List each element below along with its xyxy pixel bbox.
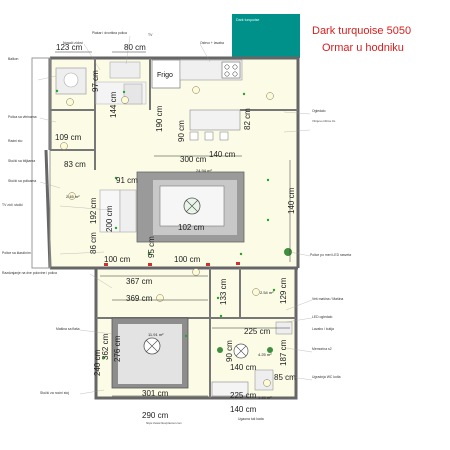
label-police-led: Police po meri LED rasveta xyxy=(310,253,351,257)
dim-190: 190 cm xyxy=(155,105,164,132)
label-ostrvo: Ostrvo + lavaba xyxy=(200,41,224,45)
label-ogledalo: Ogledalo xyxy=(312,109,326,113)
label-memorina: Memorina s2 xyxy=(312,347,332,351)
dim-225a: 225 cm xyxy=(244,327,271,336)
title-line-2: Ormar u hodniku xyxy=(322,42,404,54)
dim-144: 144 cm xyxy=(109,91,118,118)
dim-301: 301 cm xyxy=(142,389,169,398)
light-fixtures xyxy=(60,86,274,387)
dim-133: 133 cm xyxy=(219,278,228,305)
dim-100b: 100 cm xyxy=(174,255,201,264)
dim-86: 86 cm xyxy=(89,232,98,254)
dim-140b: 140 cm xyxy=(287,187,296,214)
area-labels: 24.94 m² 2.45 m² 11.91 m² 4.25 m² 2.54 m… xyxy=(66,168,274,400)
dim-90: 90 cm xyxy=(177,120,186,142)
area-bedroom: 11.91 m² xyxy=(148,332,164,337)
dimension-texts: 123 cm 80 cm 97 cm 144 cm 190 cm 90 cm 8… xyxy=(55,43,296,420)
island xyxy=(189,109,241,131)
bedroom xyxy=(111,317,189,389)
bathroom-bottom xyxy=(211,321,293,397)
area-living: 24.94 m² xyxy=(196,168,212,173)
frigo-label: Frigo xyxy=(157,72,173,79)
dim-362: 362 cm xyxy=(101,333,110,360)
footer-url: https://www.floorplanner.com xyxy=(146,421,182,425)
dim-200: 200 cm xyxy=(105,205,114,232)
fridge xyxy=(151,59,181,89)
dim-276: 276 cm xyxy=(113,335,122,362)
dim-85: 85 cm xyxy=(274,373,296,382)
door-markers xyxy=(104,262,240,266)
label-masina: Mašina sa flaša xyxy=(56,327,80,331)
label-plakar: Plakar i dvorišna polica xyxy=(92,31,127,35)
dim-187: 187 cm xyxy=(279,339,288,366)
area-hall: 2.45 m² xyxy=(66,194,80,199)
balcony-outline xyxy=(31,57,51,269)
dim-369: 369 cm xyxy=(126,294,153,303)
dim-90b: 90 cm xyxy=(225,340,234,362)
dim-140c: 140 cm xyxy=(230,363,257,372)
label-radni: Radni sto xyxy=(8,139,22,143)
bathtub xyxy=(211,381,249,397)
dim-290: 290 cm xyxy=(142,411,169,420)
dim-123: 123 cm xyxy=(56,43,83,52)
title-line-1: Dark turquoise 5050 xyxy=(312,25,411,37)
markers xyxy=(55,89,276,360)
label-tv-ormar: TV zid i stočić xyxy=(2,203,23,207)
dim-192: 192 cm xyxy=(89,197,98,224)
dim-240: 240 cm xyxy=(93,349,102,376)
label-ugradnja-wc: Ugradnja WC kotla xyxy=(312,375,341,379)
living-room xyxy=(99,171,245,243)
dim-100a: 100 cm xyxy=(104,255,131,264)
label-led: LED ogledalo xyxy=(312,315,332,319)
label-razdvajanje: Razdvajanje na dve polovine i polica xyxy=(2,271,57,275)
label-stocici-noc: Stočić za noćni stoj xyxy=(40,391,69,395)
dim-102: 102 cm xyxy=(178,223,205,232)
label-stocic: Stočić sa biljkama xyxy=(8,159,35,163)
label-lavabo: Lavabo / kutija xyxy=(312,327,334,331)
swatch-label: Dark turquoise xyxy=(236,18,259,22)
annotation-texts: Nosači zidovi Plakar i dvorišna polica T… xyxy=(2,31,351,425)
color-swatch xyxy=(232,14,300,58)
label-nosaci: Nosači zidovi xyxy=(63,41,83,45)
dim-140a: 140 cm xyxy=(209,150,236,159)
label-balkon: Balkon xyxy=(8,57,18,61)
dim-80: 80 cm xyxy=(124,43,146,52)
dim-367: 367 cm xyxy=(126,277,153,286)
area-bath: 4.25 m² xyxy=(258,352,272,357)
dim-97: 97 cm xyxy=(91,70,100,92)
dim-95: 95 cm xyxy=(147,236,156,258)
label-stocic2: Stočić sa policama xyxy=(8,179,36,183)
label-polica-sdr: Polica sa vitrinama xyxy=(8,115,37,119)
area-bathtub: 1.45 m² xyxy=(258,395,272,400)
kitchen: Frigo xyxy=(151,59,243,141)
dim-82: 82 cm xyxy=(243,108,252,130)
area-corridor: 2.54 m² xyxy=(260,290,274,295)
dim-300: 300 cm xyxy=(180,155,207,164)
label-vise-masina: Veš mašina / Mašina xyxy=(312,297,343,301)
label-ugaona: Ugaona tuš kada xyxy=(238,417,264,421)
annotations xyxy=(37,35,313,395)
dim-129: 129 cm xyxy=(279,277,288,304)
dimension-lines xyxy=(55,51,291,397)
label-police-klas: Police sa klasičnim xyxy=(2,251,31,255)
label-tv: TV xyxy=(148,33,153,37)
dim-83: 83 cm xyxy=(64,160,86,169)
label-vitrine: Višnjevo tribina zlo xyxy=(312,119,336,123)
dim-140d: 140 cm xyxy=(230,405,257,414)
dim-91: 91 cm xyxy=(116,176,138,185)
dim-109: 109 cm xyxy=(55,133,82,142)
dim-225b: 225 cm xyxy=(230,391,257,400)
cooktop xyxy=(221,61,241,79)
bathroom-top xyxy=(55,61,147,105)
